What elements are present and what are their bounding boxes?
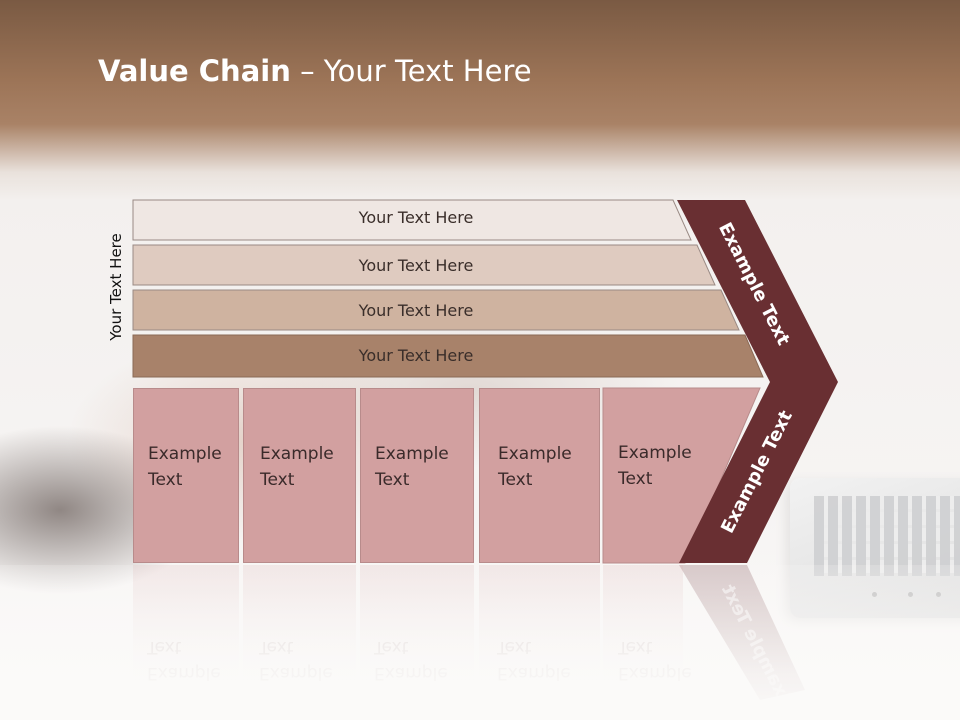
band-3-shape (132, 289, 740, 331)
cell-3-line2: Text (375, 470, 410, 490)
cell-2-line1: Example (260, 444, 334, 464)
header-band (0, 0, 960, 200)
band-4-shape (132, 334, 764, 378)
band-2-shape (132, 244, 716, 286)
slide-title: Value Chain – Your Text Here (98, 54, 532, 88)
cell-1-line2: Text (148, 470, 183, 490)
cell-5-line1: Example (618, 443, 692, 463)
cell-1-line1: Example (148, 444, 222, 464)
band-label-4: Your Text Here (358, 346, 474, 365)
title-bold: Value Chain (98, 54, 291, 88)
chevron-shape (677, 200, 838, 563)
band-label-1: Your Text Here (358, 208, 474, 227)
cell-5-line2: Text (618, 469, 653, 489)
band-label-3: Your Text Here (358, 301, 474, 320)
side-label: Your Text Here (107, 233, 125, 341)
laptop-keyboard (814, 496, 960, 576)
cell-4-line1: Example (498, 444, 572, 464)
cell-4-line2: Text (498, 470, 533, 490)
cell-2-line2: Text (260, 470, 295, 490)
cell-3-line1: Example (375, 444, 449, 464)
band-label-2: Your Text Here (358, 256, 474, 275)
band-1-shape (132, 199, 692, 241)
chevron-reflection (679, 565, 805, 700)
title-rest: – Your Text Here (290, 54, 532, 88)
